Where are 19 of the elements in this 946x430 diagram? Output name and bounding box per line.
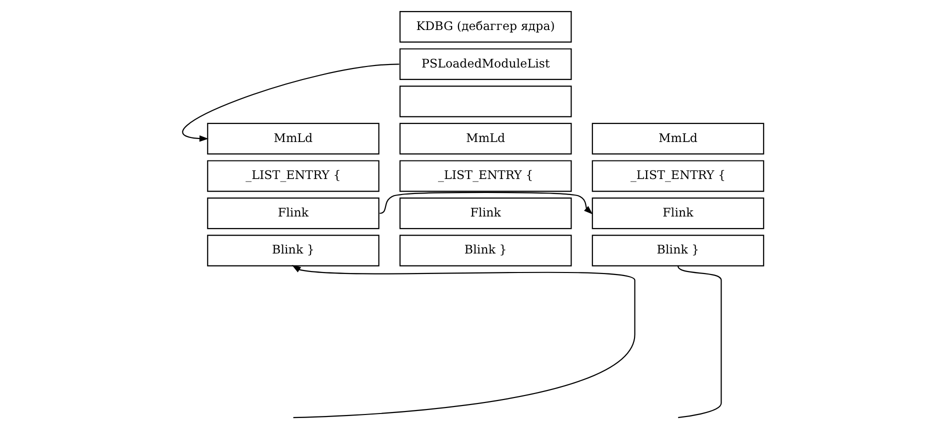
- node-box: _LIST_ENTRY {: [207, 160, 380, 192]
- node-box: MmLd: [592, 122, 764, 155]
- node-box: MmLd: [399, 122, 572, 155]
- node-box: KDBG (дебаггер ядра): [399, 11, 572, 43]
- node-box: Flink: [592, 198, 764, 230]
- connector: [678, 266, 722, 418]
- node-box: _LIST_ENTRY {: [592, 160, 764, 192]
- node-box: PSLoadedModuleList: [399, 48, 572, 80]
- node-box: [399, 86, 572, 118]
- node-box: MmLd: [207, 122, 380, 155]
- node-box: Flink: [207, 198, 380, 230]
- node-box: Blink }: [207, 234, 380, 266]
- node-box: Flink: [399, 198, 572, 230]
- node-box: Blink }: [399, 234, 572, 266]
- arrow: [292, 264, 636, 418]
- arrow: [380, 192, 593, 214]
- arrow: [182, 64, 400, 142]
- node-box: Blink }: [592, 234, 764, 266]
- node-box: _LIST_ENTRY {: [399, 160, 572, 192]
